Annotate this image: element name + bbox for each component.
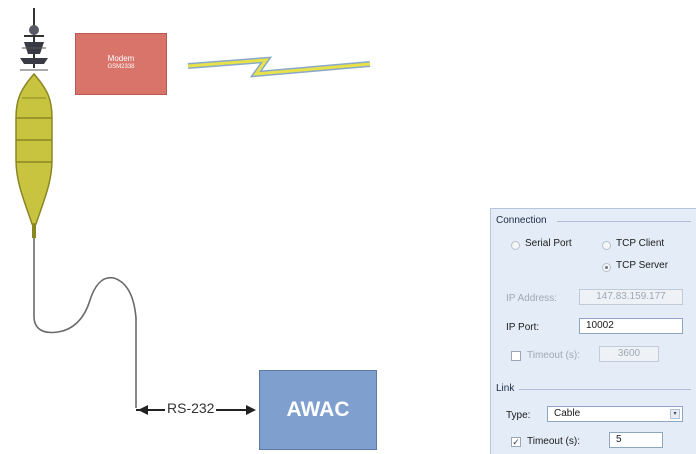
rs232-label: RS-232 [165, 400, 217, 416]
modem-box: Modem GSM2338 [75, 33, 167, 95]
link-timeout-checkbox[interactable]: ✓ [511, 437, 521, 447]
buoy-body [15, 72, 53, 238]
link-type-value: Cable [554, 408, 581, 419]
modem-model: GSM2338 [107, 64, 135, 70]
serial-port-label: Serial Port [525, 238, 572, 249]
tcp-client-radio[interactable] [602, 241, 611, 250]
modem-title: Modem [107, 54, 135, 63]
ip-address-label: IP Address: [506, 293, 557, 304]
ip-port-field[interactable]: 10002 [579, 318, 683, 334]
wireless-signal-icon [187, 56, 371, 78]
connection-settings-panel: Connection Serial Port TCP Client TCP Se… [490, 208, 696, 454]
connection-timeout-checkbox[interactable] [511, 351, 521, 361]
ip-address-field[interactable]: 147.83.159.177 [579, 289, 683, 305]
chevron-down-icon[interactable]: ▾ [670, 409, 680, 419]
link-group-label: Link [496, 383, 515, 394]
link-divider [519, 389, 691, 390]
link-timeout-field[interactable]: 5 [609, 432, 663, 448]
connection-timeout-label: Timeout (s): [527, 350, 580, 361]
link-type-select[interactable]: Cable ▾ [547, 406, 683, 422]
mooring-cable [33, 238, 137, 408]
tcp-client-label: TCP Client [616, 238, 665, 249]
awac-label: AWAC [286, 398, 350, 421]
tcp-server-label: TCP Server [616, 260, 669, 271]
serial-port-radio[interactable] [511, 241, 520, 250]
buoy-antenna-icon [20, 8, 48, 71]
link-timeout-label: Timeout (s): [527, 436, 580, 447]
connection-divider [557, 221, 691, 222]
awac-box: AWAC [259, 370, 377, 450]
ip-port-label: IP Port: [506, 322, 540, 333]
link-type-label: Type: [506, 410, 531, 421]
connection-group-label: Connection [496, 215, 547, 226]
connection-timeout-field[interactable]: 3600 [599, 346, 659, 362]
tcp-server-radio[interactable] [602, 263, 611, 272]
